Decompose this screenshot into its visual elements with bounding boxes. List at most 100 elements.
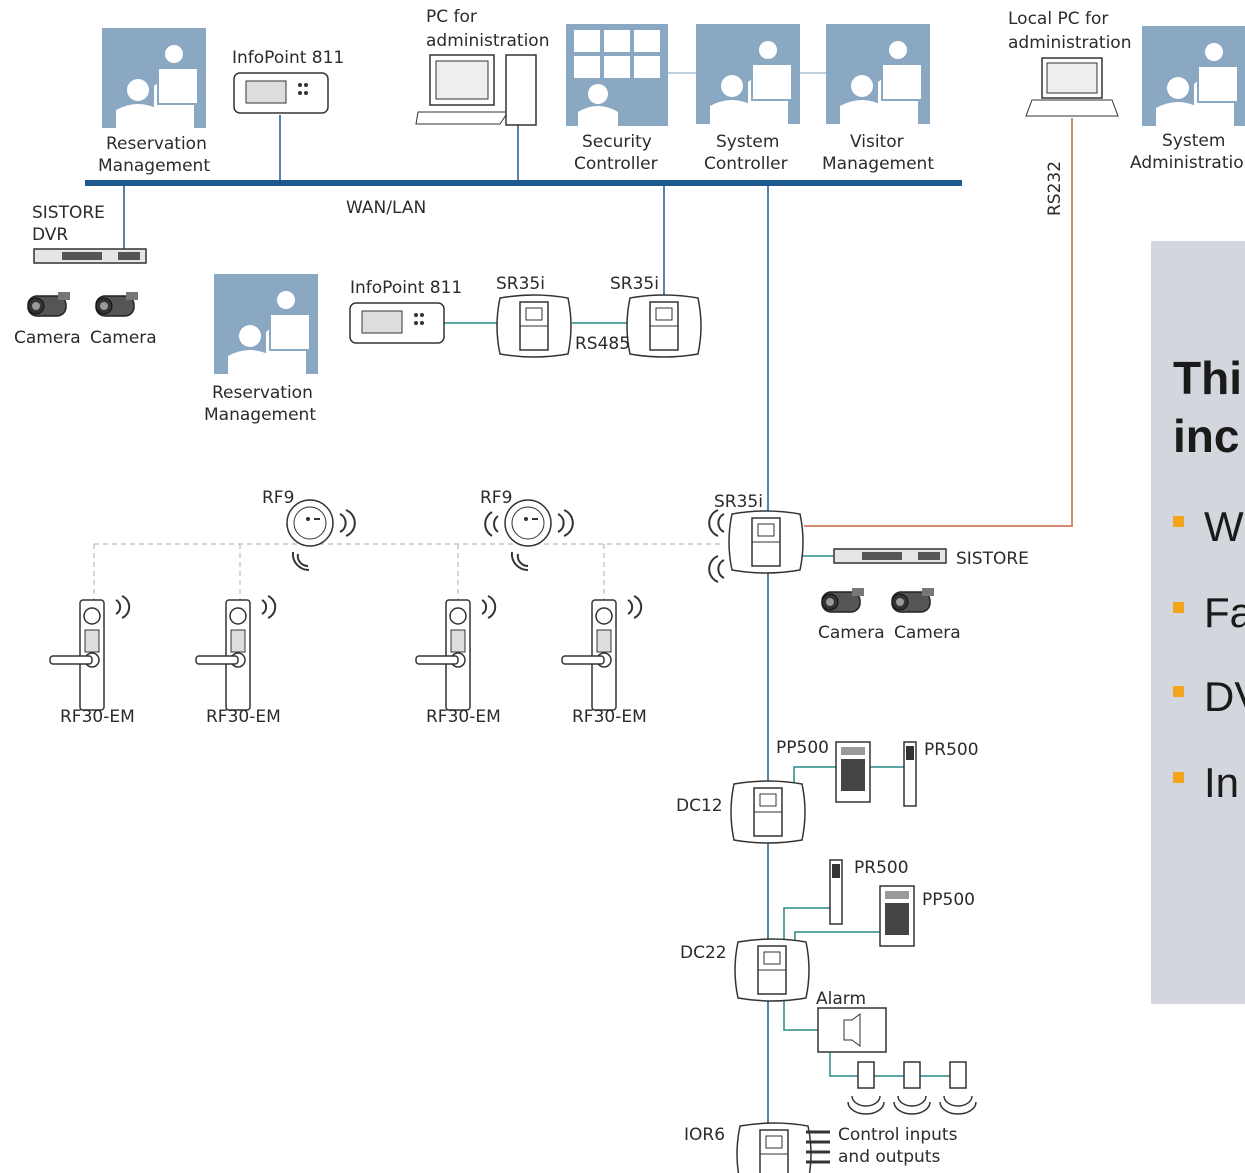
infopoint-label: InfoPoint 811 — [232, 48, 344, 68]
visitor-management-icon — [825, 23, 931, 125]
sistore-dvr-icon — [33, 248, 147, 264]
sistore-icon — [833, 548, 947, 564]
sensor-icon — [847, 1061, 977, 1115]
security-controller-icon — [566, 24, 668, 126]
pr500-label: PR500 — [924, 740, 979, 760]
infopoint-icon — [349, 302, 445, 344]
visitor-management-label: Management — [822, 154, 934, 174]
reservation-management-icon — [101, 27, 207, 129]
rf9-icon — [504, 499, 574, 547]
rs485-label: RS485 — [575, 334, 630, 354]
camera-icon — [821, 587, 865, 613]
control-io-label: Control inputs — [838, 1125, 958, 1145]
info-callout-panel: Thi inc W Fa DV In — [1151, 241, 1245, 1004]
system-controller-icon — [695, 23, 801, 125]
rf30-lock-icon — [195, 595, 277, 711]
reservation-label: Reservation — [106, 134, 207, 154]
callout-title: Thi inc — [1173, 349, 1242, 465]
bullet-icon — [1173, 772, 1184, 783]
system-administration-label: Administration — [1130, 153, 1245, 173]
infopoint-label: InfoPoint 811 — [350, 278, 462, 298]
wireless-wave-icon — [291, 509, 725, 583]
network-connectors — [123, 72, 828, 1170]
rf30-lock-icon — [561, 595, 643, 711]
local-pc-icon — [1025, 57, 1119, 117]
visitor-management-label: Visitor — [850, 132, 904, 152]
rf30-label: RF30-EM — [572, 707, 647, 727]
device-connectors — [444, 322, 960, 1077]
pc-admin-label: administration — [426, 31, 549, 51]
ior6-icon — [736, 1122, 812, 1173]
control-io-label: and outputs — [838, 1147, 940, 1167]
system-administration-icon — [1141, 25, 1245, 127]
dc22-label: DC22 — [680, 943, 727, 963]
rf9-icon — [286, 499, 356, 547]
control-io-icon — [806, 1130, 830, 1164]
dc12-icon — [730, 780, 806, 844]
camera-icon — [95, 291, 139, 317]
local-pc-label: administration — [1008, 33, 1131, 53]
pp500-label: PP500 — [776, 738, 829, 758]
bullet-icon — [1173, 686, 1184, 697]
rf30-label: RF30-EM — [426, 707, 501, 727]
pp500-keypad-icon — [879, 885, 915, 947]
sistore-dvr-label: SISTORE — [32, 203, 105, 223]
rs232-line — [804, 118, 1073, 527]
system-administration-label: System — [1162, 131, 1225, 151]
rf30-lock-icon — [415, 595, 497, 711]
rs232-label: RS232 — [1045, 161, 1065, 216]
dc22-icon — [734, 938, 810, 1002]
reservation-label: Reservation — [212, 383, 313, 403]
sistore-dvr-label: DVR — [32, 225, 68, 245]
callout-bullet: Fa — [1173, 589, 1245, 637]
security-controller-label: Security — [582, 132, 652, 152]
callout-title-line: inc — [1173, 410, 1240, 462]
sr35i-label: SR35i — [496, 274, 545, 294]
dc12-label: DC12 — [676, 796, 723, 816]
camera-icon — [891, 587, 935, 613]
callout-bullet: DV — [1173, 673, 1245, 721]
rf30-label: RF30-EM — [60, 707, 135, 727]
sr35i-icon — [728, 510, 804, 574]
pr500-reader-icon — [903, 741, 917, 807]
system-controller-label: Controller — [704, 154, 788, 174]
callout-title-line: Thi — [1173, 352, 1242, 404]
sr35i-label: SR35i — [714, 492, 763, 512]
rf30-lock-icon — [49, 595, 131, 711]
rf9-label: RF9 — [262, 488, 294, 508]
pr500-label: PR500 — [854, 858, 909, 878]
sistore-label: SISTORE — [956, 549, 1029, 569]
pc-admin-icon — [415, 54, 537, 126]
camera-icon — [27, 291, 71, 317]
camera-label: Camera — [894, 623, 961, 643]
pc-admin-label: PC for — [426, 7, 477, 27]
ior6-label: IOR6 — [684, 1125, 725, 1145]
bullet-icon — [1173, 602, 1184, 613]
security-controller-label: Controller — [574, 154, 658, 174]
local-pc-label: Local PC for — [1008, 9, 1108, 29]
callout-bullet: W — [1173, 503, 1244, 551]
pr500-reader-icon — [829, 859, 843, 925]
rf9-label: RF9 — [480, 488, 512, 508]
system-controller-label: System — [716, 132, 779, 152]
alarm-label: Alarm — [816, 989, 866, 1009]
camera-label: Camera — [90, 328, 157, 348]
sr35i-icon — [496, 294, 572, 358]
reservation-label: Management — [204, 405, 316, 425]
camera-label: Camera — [14, 328, 81, 348]
reservation-management-icon — [213, 273, 319, 375]
pp500-keypad-icon — [835, 741, 871, 803]
wireless-drops — [93, 544, 605, 600]
wan-lan-label: WAN/LAN — [346, 198, 426, 218]
alarm-icon — [817, 1007, 887, 1053]
camera-label: Camera — [818, 623, 885, 643]
bullet-icon — [1173, 516, 1184, 527]
reservation-label: Management — [98, 156, 210, 176]
sr35i-label: SR35i — [610, 274, 659, 294]
callout-bullet: In — [1173, 759, 1239, 807]
pp500-label: PP500 — [922, 890, 975, 910]
infopoint-icon — [233, 72, 329, 114]
sr35i-icon — [626, 294, 702, 358]
